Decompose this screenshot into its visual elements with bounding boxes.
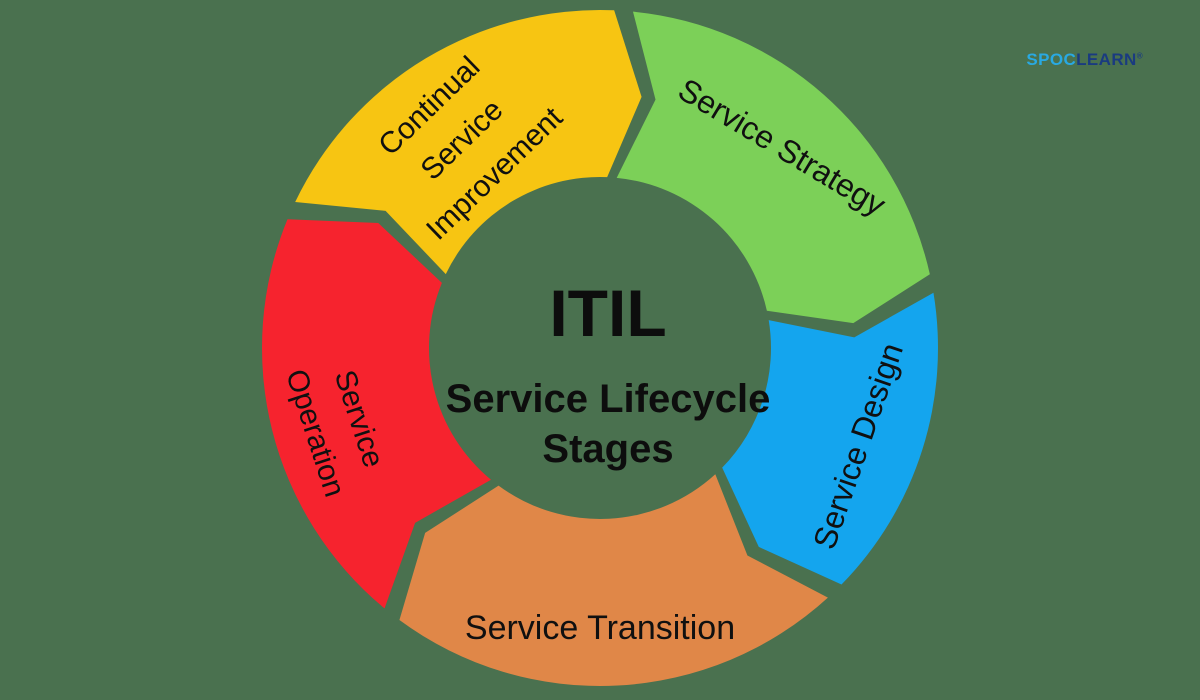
logo-text-learn: LEARN [1076, 50, 1137, 69]
center-title-group: ITIL Service Lifecycle Stages [446, 276, 771, 471]
logo: SPOCLEARN® [1026, 51, 1143, 68]
segment-service-design [722, 292, 938, 585]
segment-service-transition [399, 474, 828, 686]
center-heading: ITIL [549, 276, 666, 350]
segment-label-service-transition: Service Transition [465, 609, 735, 647]
segment-service-strategy [616, 11, 930, 324]
center-subtitle-line1: Service Lifecycle [446, 377, 771, 421]
segments-layer [261, 10, 938, 686]
center-subtitle-line2: Stages [542, 427, 673, 471]
segment-continual-service-improvement [295, 10, 642, 275]
logo-text-spoc: SPOC [1026, 50, 1077, 69]
segment-service-operation [261, 219, 491, 609]
logo-registered-icon: ® [1136, 51, 1143, 61]
